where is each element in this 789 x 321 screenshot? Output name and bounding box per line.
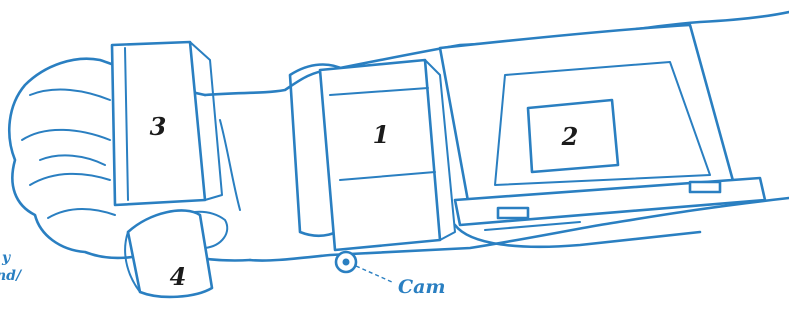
- finger-line-2: [22, 130, 110, 140]
- cut-caption-line-1: y: [1, 250, 11, 266]
- wrist-crease: [220, 120, 240, 210]
- cuff-rail-slot: [485, 222, 580, 230]
- strap-3-label: 3: [150, 112, 167, 141]
- knuckle-line: [40, 155, 105, 165]
- rail-clip-right: [690, 182, 720, 192]
- pad-2-label: 2: [561, 122, 579, 151]
- finger-line-3: [30, 174, 110, 185]
- finger-line-4: [48, 209, 115, 218]
- strap-4-label: 4: [170, 262, 187, 291]
- rail-clip-left: [498, 208, 528, 218]
- cut-caption-line-2: nd/: [0, 268, 23, 284]
- cam-label: Cam: [398, 276, 446, 298]
- finger-line-1: [30, 90, 110, 100]
- strap-1-label: 1: [373, 120, 390, 149]
- cam-pivot-inner: [343, 259, 350, 266]
- cam-leader-line: [356, 266, 392, 282]
